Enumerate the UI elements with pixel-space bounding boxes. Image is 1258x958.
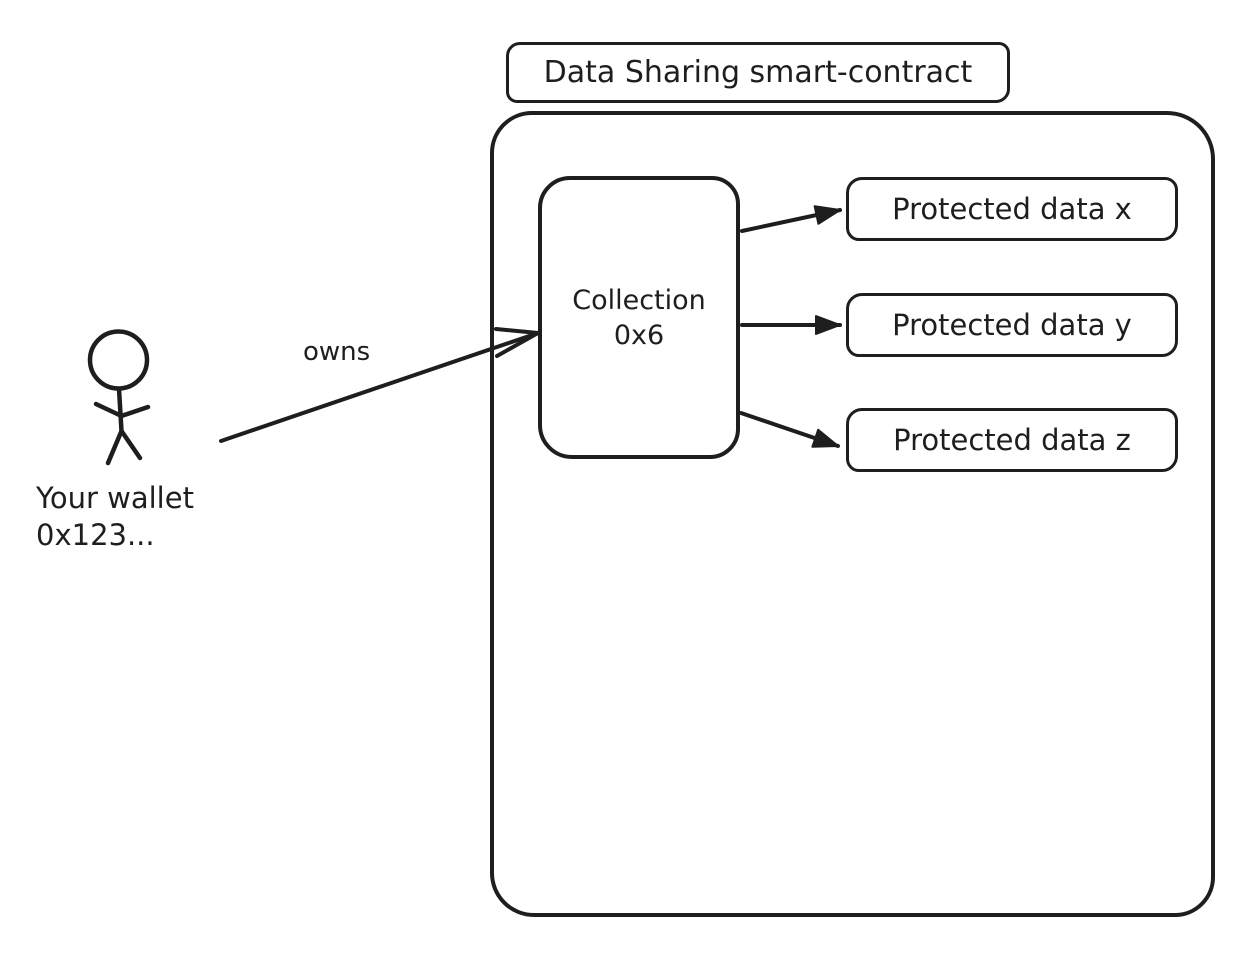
wallet-actor-label-line1: Your wallet: [36, 481, 194, 515]
wallet-actor-label: Your wallet 0x123...: [36, 480, 194, 554]
protected-data-x-node: Protected data x: [846, 177, 1178, 241]
smart-contract-title-box: Data Sharing smart-contract: [506, 42, 1010, 103]
protected-data-y-label: Protected data y: [892, 308, 1132, 342]
collection-label-line1: Collection: [572, 284, 706, 316]
smart-contract-title-label: Data Sharing smart-contract: [543, 55, 973, 90]
protected-data-z-label: Protected data z: [893, 423, 1131, 457]
owns-edge-label: owns: [303, 337, 371, 367]
wallet-actor-label-line2: 0x123...: [36, 518, 155, 552]
stick-figure-actor-icon: [87, 329, 151, 466]
collection-node: Collection 0x6: [538, 176, 740, 459]
protected-data-x-label: Protected data x: [892, 192, 1132, 226]
protected-data-y-node: Protected data y: [846, 293, 1178, 357]
collection-label-line2: 0x6: [613, 319, 665, 351]
smart-contract-container-box: [490, 111, 1215, 917]
protected-data-z-node: Protected data z: [846, 408, 1178, 472]
